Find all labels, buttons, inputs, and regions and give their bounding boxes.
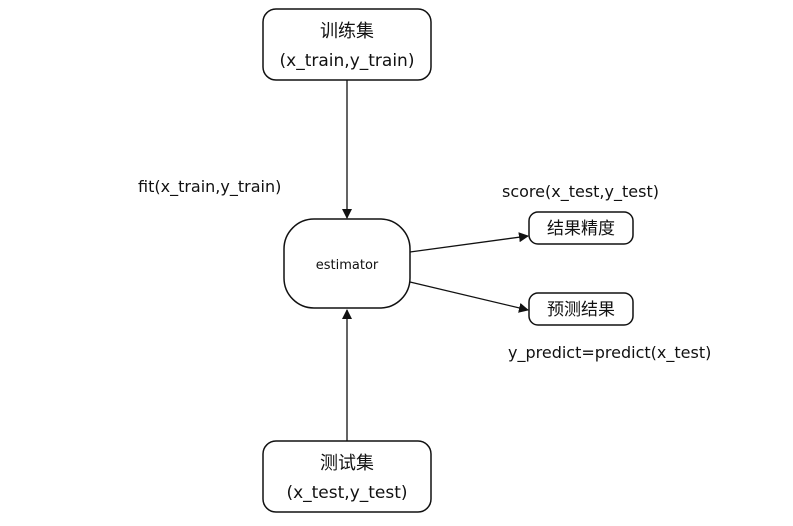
predict-arrow: [409, 281, 529, 313]
train-set-subtitle: (x_train,y_train): [280, 51, 415, 71]
predict-result-title: 预测结果: [547, 300, 615, 320]
predict-result-box: [528, 292, 634, 326]
predict-result-node: 预测结果: [528, 292, 634, 326]
fit-edge: fit(x_train,y_train): [138, 80, 352, 219]
score-label: score(x_test,y_test): [502, 182, 659, 202]
score-result-title: 结果精度: [547, 219, 615, 239]
predict-edge: y_predict=predict(x_test): [409, 281, 711, 363]
test-set-subtitle: (x_test,y_test): [286, 483, 407, 503]
score-arrow: [409, 232, 529, 253]
test-set-title: 测试集: [320, 453, 374, 474]
score-result-node: 结果精度: [528, 211, 634, 245]
train-set-title: 训练集: [320, 21, 374, 42]
predict-label: y_predict=predict(x_test): [508, 343, 711, 363]
estimator-title: estimator: [316, 258, 379, 273]
fit-label: fit(x_train,y_train): [138, 177, 281, 197]
score-result-box: [528, 211, 634, 245]
train-set-node: 训练集 (x_train,y_train): [262, 8, 432, 81]
estimator-node: estimator: [283, 218, 411, 309]
score-edge: score(x_test,y_test): [409, 182, 659, 253]
estimator-box: [283, 218, 411, 309]
test-set-node: 测试集 (x_test,y_test): [262, 440, 432, 513]
